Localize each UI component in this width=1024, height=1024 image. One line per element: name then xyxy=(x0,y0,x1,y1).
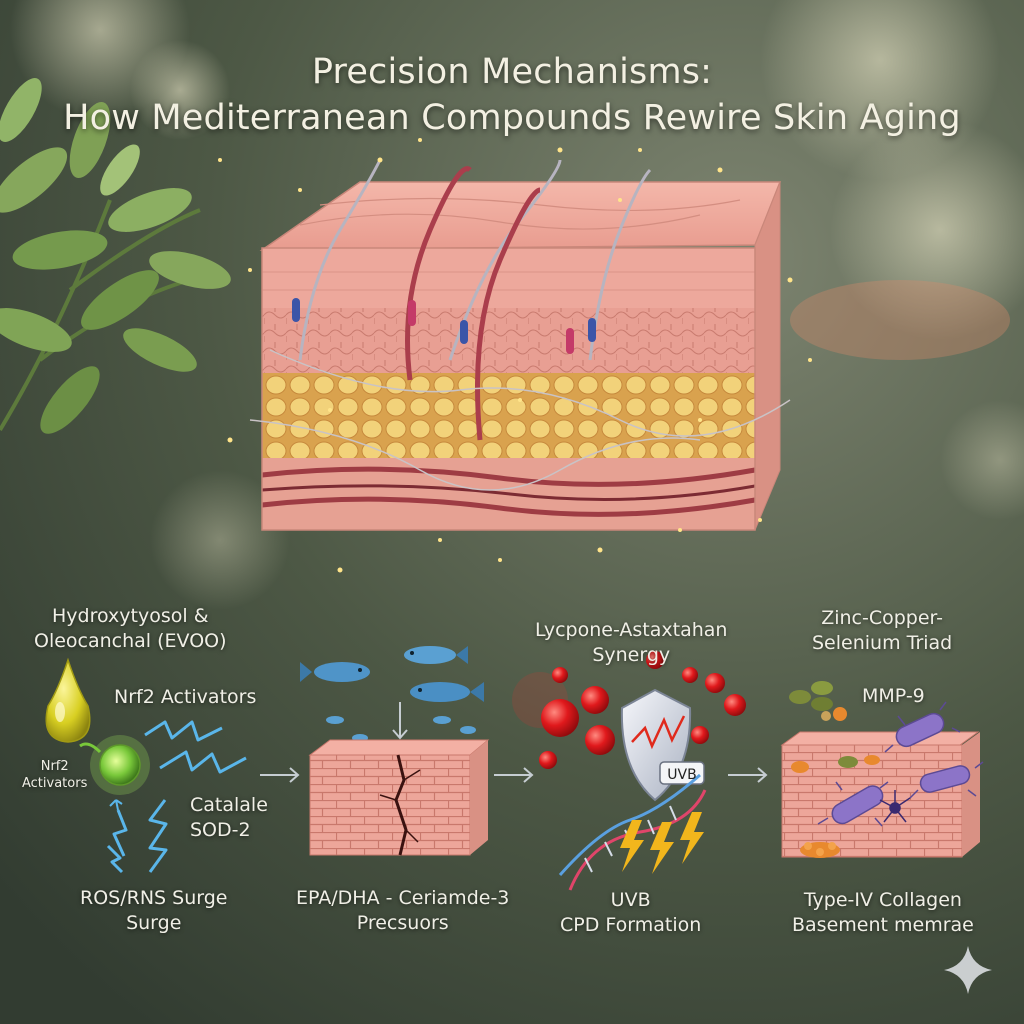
stage1-droplet-label-line1: Nrf2 xyxy=(40,759,69,774)
nrf2-molecule-icon xyxy=(99,744,141,786)
stage3-illustration xyxy=(512,651,746,891)
stage1-heading-line1: Hydroxytyosol & xyxy=(52,605,209,627)
antioxidant-sphere xyxy=(541,699,579,737)
lightning-icon xyxy=(620,812,704,874)
stage4-illustration xyxy=(780,681,984,858)
stage4-caption-line2: Basement memrae xyxy=(792,914,974,936)
stage1-illustration xyxy=(45,657,247,874)
stage4-caption-line1: Type-IV Collagen xyxy=(803,889,962,911)
stage3-heading-line2: Synergy xyxy=(592,644,671,666)
stage1-heading-line2: Oleocanchal (EVOO) xyxy=(34,630,227,652)
mmp9-enzyme-icon xyxy=(879,790,911,823)
herb-sprig-decoration xyxy=(0,78,231,434)
skin-cross-section xyxy=(249,159,791,531)
fish-icon xyxy=(300,646,484,742)
stage1-enzymes: Catalale SOD-2 xyxy=(190,793,268,843)
stage4-heading-line2: Selenium Triad xyxy=(812,632,953,654)
stage1-caption-line2: Surge xyxy=(126,912,182,934)
arrow-right-icon xyxy=(260,767,768,783)
stage4-caption: Type-IV Collagen Basement memrae xyxy=(792,888,974,938)
stage2-caption-line1: EPA/DHA - Ceriamde-3 xyxy=(296,887,510,909)
stage1-caption-line1: ROS/RNS Surge xyxy=(80,887,228,909)
stage1-heading: Hydroxytyosol & Oleocanchal (EVOO) xyxy=(34,604,227,654)
page-title-line1: Precision Mechanisms: xyxy=(311,52,713,92)
stage1-caption: ROS/RNS Surge Surge xyxy=(80,886,227,936)
glow-particles xyxy=(218,138,812,573)
stage4-heading-line1: Zinc-Copper- xyxy=(821,607,944,629)
stage1-enzyme-line1: Catalale xyxy=(190,794,268,816)
stage4-enzyme-label: MMP-9 xyxy=(862,685,925,707)
bacteria-icon xyxy=(831,712,971,825)
stage2-caption: EPA/DHA - Ceriamde-3 Precsuors xyxy=(296,886,509,936)
stage2-illustration xyxy=(300,646,490,856)
stage3-heading-line1: Lycpone-Astaxtahan xyxy=(535,619,728,641)
page-title-line2: How Mediterranean Compounds Rewire Skin … xyxy=(63,98,961,138)
stage3-caption: UVB CPD Formation xyxy=(560,888,701,938)
sparkle-icon xyxy=(944,946,992,994)
stage1-droplet-label-line2: Activators xyxy=(22,776,88,791)
stage1-droplet-label: Nrf2 Activators xyxy=(22,758,87,792)
stage1-activator-label: Nrf2 Activators xyxy=(114,686,257,708)
stage3-heading: Lycpone-Astaxtahan Synergy xyxy=(535,618,727,668)
stage1-enzyme-line2: SOD-2 xyxy=(190,819,251,841)
stage4-heading: Zinc-Copper- Selenium Triad xyxy=(812,606,952,656)
shield-label: UVB xyxy=(667,767,696,783)
oil-droplet-icon xyxy=(45,657,91,743)
stage3-caption-line2: CPD Formation xyxy=(560,914,702,936)
stage3-caption-line1: UVB xyxy=(610,889,651,911)
stage2-caption-line2: Precsuors xyxy=(356,912,449,934)
